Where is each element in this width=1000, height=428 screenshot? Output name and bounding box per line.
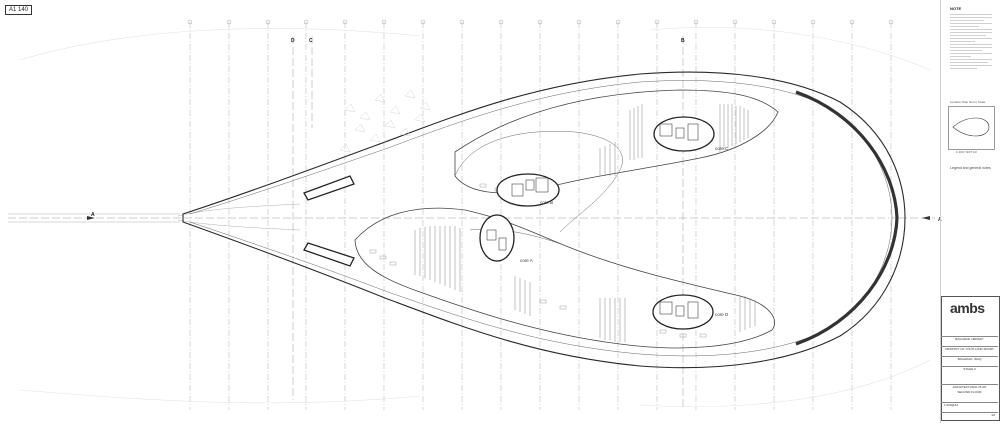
client-name: MINISTRY OF YOUTH AND SPORT xyxy=(941,346,998,351)
shelving-lower xyxy=(414,226,756,342)
project-title: BAGHDAD LIBRARY xyxy=(941,336,998,341)
outer-envelope xyxy=(182,71,906,369)
structural-grid xyxy=(189,22,892,410)
notes-heading: NOTE xyxy=(950,6,962,11)
canopy-north xyxy=(303,175,355,201)
site-contours xyxy=(19,27,931,407)
section-b-label: B xyxy=(681,38,685,44)
core-b-label: core B xyxy=(540,200,553,205)
sheet-size-label: A1 140 xyxy=(5,5,33,15)
core-c-label: core C xyxy=(715,146,729,151)
drawing-revision: 00 xyxy=(941,412,998,417)
drawing-title: ARCHITECTURAL PLAN xyxy=(941,384,998,389)
atrium-curve xyxy=(454,131,623,233)
grid-bubbles xyxy=(187,19,894,25)
curved-facade xyxy=(795,90,899,346)
notes-sidebar xyxy=(940,0,1000,423)
lower-wing-plate xyxy=(354,207,775,349)
core-d-shaft xyxy=(652,294,714,330)
project-stage: STAGE 3 xyxy=(941,366,998,371)
firm-logo: ambs xyxy=(950,300,985,316)
section-d-label: D xyxy=(291,38,295,44)
key-plan-frame xyxy=(948,106,995,150)
section-arrow-left xyxy=(87,216,95,220)
section-a-left-label: A xyxy=(91,212,95,218)
shelving-upper xyxy=(599,104,749,176)
landscape-marks xyxy=(339,89,431,153)
key-plan-thumbnail xyxy=(952,117,990,137)
upper-wing-plate xyxy=(454,89,779,194)
drawing-scale: 1:200@A1 xyxy=(941,402,998,407)
core-a-shaft xyxy=(479,214,515,262)
section-c-label: C xyxy=(309,38,313,44)
inner-envelope xyxy=(189,80,893,357)
entrance-bridge xyxy=(8,203,301,231)
core-d-label: core D xyxy=(715,312,729,317)
scale-note: 1:200 / NOT A3 xyxy=(956,150,977,154)
location-plan-label: Location Plan Not to Scale xyxy=(950,100,986,104)
section-arrow-right xyxy=(922,216,930,220)
project-location: BAGHDAD, IRAQ xyxy=(941,356,998,361)
notes-text-block xyxy=(950,14,992,71)
canopy-south xyxy=(303,242,355,267)
legend-heading: Legend and general notes xyxy=(950,166,991,170)
core-a-label: core A xyxy=(520,258,533,263)
drawing-subtitle: SECOND FLOOR xyxy=(957,390,982,394)
